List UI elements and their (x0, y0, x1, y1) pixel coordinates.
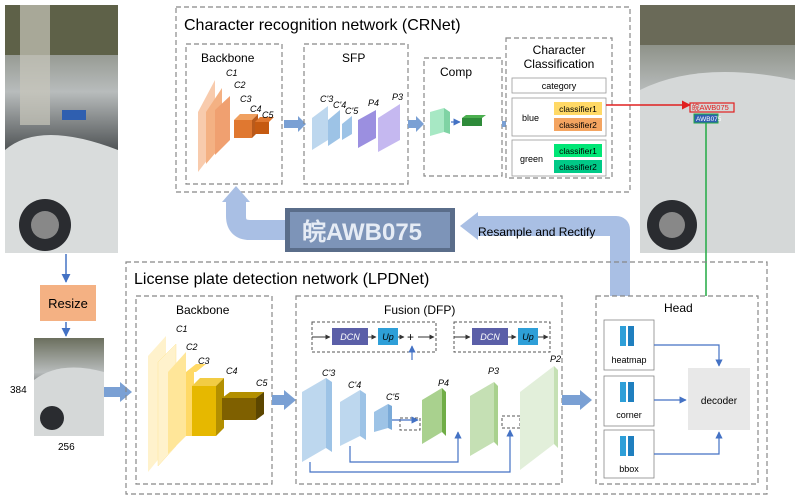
dim-height: 384 (10, 385, 27, 396)
lpd-backbone-label: Backbone (176, 303, 230, 317)
blue-classifier2 (554, 118, 602, 131)
lpd-p3: P3 (488, 366, 499, 376)
lpd-c3p: C'3 (322, 368, 335, 378)
output-photo: 皖AWB075 AWB075 (640, 5, 795, 253)
lpd-p4: P4 (438, 378, 449, 388)
lpd-c4p: C'4 (348, 380, 361, 390)
crnet-p3: P3 (392, 92, 403, 102)
lpd-c3: C3 (198, 356, 210, 366)
lpd-backbone-box (135, 295, 273, 485)
resample-label: Resample and Rectify (478, 225, 595, 239)
lpd-p2: P2 (550, 354, 561, 364)
green-classifier1 (554, 144, 602, 157)
up-label-2: Up (522, 332, 534, 342)
lpd-backbone-layers (148, 336, 264, 472)
crnet-c5: C5 (262, 110, 274, 120)
dcn-label-2: DCN (480, 332, 500, 342)
crnet-c5p: C'5 (345, 106, 359, 116)
crnet-c4: C4 (250, 104, 262, 114)
lpd-c1: C1 (176, 324, 188, 334)
input-photo (5, 5, 118, 253)
up-block-1 (378, 328, 398, 345)
green-classifier1-label: classifier1 (559, 146, 597, 156)
fusion-box (295, 295, 563, 485)
category-box (511, 77, 607, 94)
blue-classifier1-label: classifier1 (559, 104, 597, 114)
crnet-backbone-box (185, 43, 283, 185)
resample-arrow (476, 216, 630, 296)
green-classifier2-label: classifier2 (559, 162, 597, 172)
crnet-c2: C2 (234, 80, 246, 90)
heatmap-label: heatmap (611, 355, 646, 365)
dcn-label-1: DCN (340, 332, 360, 342)
blue-label: blue (522, 113, 539, 123)
dcn-block-2 (472, 328, 508, 345)
plus-sign: + (407, 330, 414, 344)
decoder-label: decoder (701, 396, 738, 407)
lpdnet-title: License plate detection network (LPDNet) (134, 271, 429, 288)
green-label: green (520, 154, 543, 164)
blue-classifier1 (554, 102, 602, 115)
crnet-c3p: C'3 (320, 94, 333, 104)
crnet-comp-layers (430, 108, 486, 136)
lpd-c2: C2 (186, 342, 198, 352)
bbox-label: bbox (619, 464, 639, 474)
dim-width: 256 (58, 442, 75, 453)
lpdnet-box (125, 261, 768, 495)
resize-label: Resize (48, 296, 88, 311)
fusion-layers (302, 366, 558, 470)
fusion-label: Fusion (DFP) (384, 303, 455, 317)
crnet-c1: C1 (226, 68, 238, 78)
blue-classifier2-label: classifier2 (559, 120, 597, 130)
lpd-c5: C5 (256, 378, 268, 388)
crnet-sfp-label: SFP (342, 51, 365, 65)
head-label: Head (664, 301, 693, 315)
crnet-comp-label: Comp (440, 65, 472, 79)
to-crnet-arrow (226, 200, 285, 240)
crnet-box (175, 6, 631, 193)
green-classifier2 (554, 160, 602, 173)
head-box (595, 295, 759, 485)
dcn-block-1 (332, 328, 368, 345)
crnet-sfp-layers (312, 104, 400, 152)
crnet-p4: P4 (368, 98, 379, 108)
crnet-sfp-box (303, 43, 409, 185)
category-label: category (542, 81, 577, 91)
decoder-box (688, 368, 750, 430)
recognized-text-blue: AWB075 (696, 116, 722, 123)
char-class-label-2: Classification (524, 57, 595, 71)
crnet-comp-box (423, 57, 503, 177)
corner-label: corner (616, 410, 642, 420)
char-class-label-1: Character (533, 43, 586, 57)
up-label-1: Up (382, 332, 394, 342)
crnet-classification-box (505, 37, 613, 179)
recognized-text-red: 皖AWB075 (692, 102, 729, 112)
crnet-backbone-label: Backbone (201, 51, 255, 65)
crnet-c3: C3 (240, 94, 252, 104)
lpd-c4: C4 (226, 366, 238, 376)
crnet-title: Character recognition network (CRNet) (184, 17, 461, 34)
resize-box (40, 285, 96, 321)
lpd-c5p: C'5 (386, 392, 400, 402)
resized-photo (34, 338, 104, 436)
up-block-2 (518, 328, 538, 345)
rectified-plate-text: 皖AWB075 (302, 218, 422, 246)
crnet-c4p: C'4 (333, 100, 346, 110)
crnet-backbone-layers (198, 80, 274, 172)
